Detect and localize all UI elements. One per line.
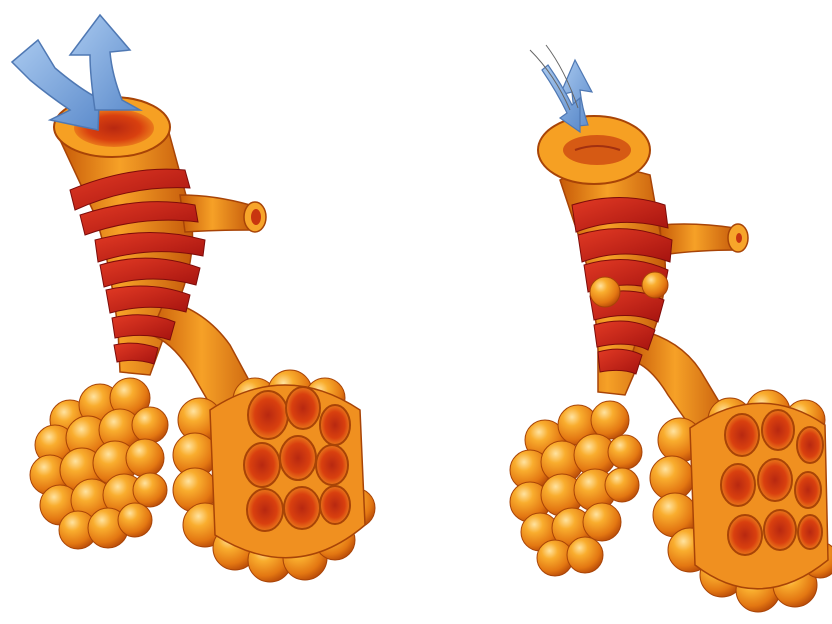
- right-airway-lumen: [563, 135, 631, 165]
- left-alveolar-sac: [173, 370, 375, 582]
- right-airflow-arrows: [542, 60, 592, 132]
- right-alveolar-sac: [650, 390, 832, 612]
- right-alveolar-cluster-a: [510, 401, 642, 576]
- constricted-bronchiole: [510, 45, 832, 612]
- left-alveolar-cluster-a: [30, 378, 168, 549]
- normal-bronchiole: [12, 15, 375, 582]
